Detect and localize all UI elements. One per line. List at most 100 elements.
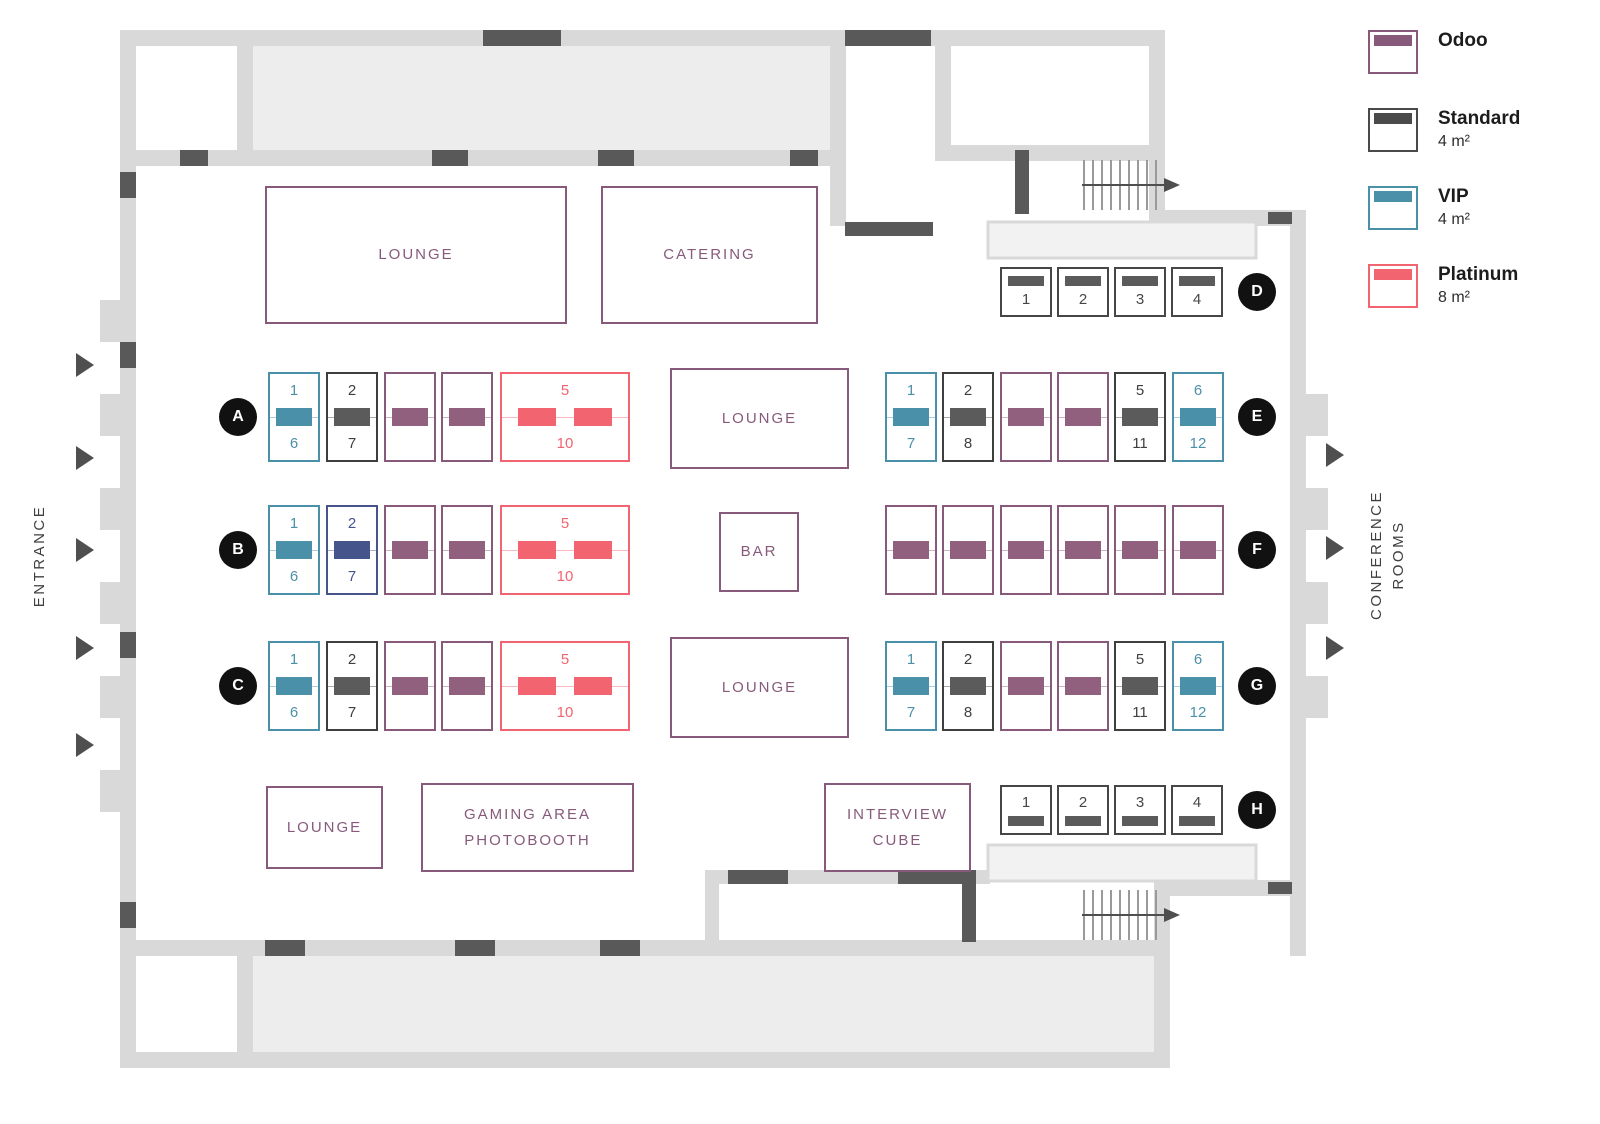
booth-number: 3 — [1135, 794, 1145, 811]
booth-number-top: 5 — [1135, 382, 1145, 399]
booth[interactable] — [1057, 505, 1109, 595]
booth-number-top: 6 — [1193, 651, 1203, 668]
conference-rooms-line2: ROOMS — [1390, 520, 1407, 590]
booth[interactable]: 5 10 — [500, 641, 630, 731]
booth[interactable] — [1000, 641, 1052, 731]
interview-label-line2: CUBE — [872, 831, 923, 849]
interview-cube-area: INTERVIEW CUBE — [824, 783, 971, 872]
booth-bar — [392, 541, 428, 559]
booth[interactable] — [885, 505, 937, 595]
booth-bar — [1122, 816, 1158, 826]
booth-number-bottom: 7 — [906, 704, 916, 721]
booth-bar — [893, 677, 929, 695]
booth-bar — [1065, 677, 1101, 695]
conference-rooms-label: CONFERENCE ROOMS — [1366, 445, 1410, 665]
booth[interactable] — [1114, 505, 1166, 595]
booth-number-bottom: 7 — [347, 568, 357, 585]
row-marker-e: E — [1238, 398, 1276, 436]
booth-bar — [574, 677, 612, 695]
booth[interactable]: 4 — [1171, 267, 1223, 317]
row-marker-f: F — [1238, 531, 1276, 569]
booth-number-top: 1 — [289, 515, 299, 532]
booth[interactable]: 1 6 — [268, 641, 320, 731]
legend-item-vip: VIP 4 m² — [1368, 186, 1520, 230]
booth-number: 2 — [1078, 291, 1088, 308]
booth[interactable]: 2 8 — [942, 641, 994, 731]
booth[interactable]: 1 7 — [885, 641, 937, 731]
booth[interactable] — [441, 641, 493, 731]
booth-number-bottom: 8 — [963, 704, 973, 721]
booth[interactable]: 5 11 — [1114, 641, 1166, 731]
walkway-top — [986, 220, 1258, 260]
booth[interactable] — [1172, 505, 1224, 595]
lounge-mid-upper-label: LOUNGE — [721, 409, 798, 427]
booth[interactable]: 2 7 — [326, 505, 378, 595]
booth-bar — [893, 541, 929, 559]
row-marker-c: C — [219, 667, 257, 705]
booth-bar — [950, 677, 986, 695]
booth[interactable]: 2 7 — [326, 372, 378, 462]
row-marker-a: A — [219, 398, 257, 436]
legend-size: 4 m² — [1438, 133, 1470, 150]
booth-number-bottom: 7 — [906, 435, 916, 452]
booth-number-bottom: 12 — [1189, 435, 1207, 452]
booth-bar — [276, 408, 312, 426]
booth[interactable]: 6 12 — [1172, 641, 1224, 731]
booth[interactable]: 4 — [1171, 785, 1223, 835]
entrance-door-arrow-icons — [76, 353, 94, 757]
booth[interactable]: 5 10 — [500, 372, 630, 462]
booth-number-top: 1 — [289, 382, 299, 399]
stairs-bottom-icon — [1082, 890, 1180, 940]
booth[interactable]: 1 — [1000, 267, 1052, 317]
booth[interactable]: 5 11 — [1114, 372, 1166, 462]
booth[interactable] — [1000, 372, 1052, 462]
booth[interactable]: 1 7 — [885, 372, 937, 462]
booth-number-top: 2 — [347, 651, 357, 668]
booth-bar — [1180, 541, 1216, 559]
booth[interactable]: 2 8 — [942, 372, 994, 462]
booth[interactable] — [1057, 372, 1109, 462]
booth-bar — [449, 677, 485, 695]
booth[interactable] — [441, 372, 493, 462]
booth-number-bottom: 10 — [556, 568, 574, 585]
booth[interactable]: 1 6 — [268, 505, 320, 595]
booth[interactable]: 2 — [1057, 785, 1109, 835]
booth[interactable]: 3 — [1114, 267, 1166, 317]
booth[interactable]: 3 — [1114, 785, 1166, 835]
booth-bar — [518, 677, 556, 695]
vip-swatch-icon — [1368, 186, 1418, 230]
catering-label: CATERING — [663, 246, 756, 263]
legend-name: Odoo — [1438, 30, 1488, 51]
booth-number-top: 1 — [289, 651, 299, 668]
catering-area: CATERING — [601, 186, 818, 324]
interview-label-line1: INTERVIEW — [846, 805, 949, 823]
booth[interactable]: 5 10 — [500, 505, 630, 595]
booth[interactable]: 6 12 — [1172, 372, 1224, 462]
booth[interactable] — [384, 505, 436, 595]
walkway-bottom — [986, 843, 1258, 883]
booth[interactable]: 2 7 — [326, 641, 378, 731]
booth-bar — [1065, 816, 1101, 826]
booth[interactable]: 1 6 — [268, 372, 320, 462]
booth[interactable]: 2 — [1057, 267, 1109, 317]
booth-bar — [1179, 276, 1215, 286]
booth-bar — [334, 408, 370, 426]
booth-bar — [449, 541, 485, 559]
pillars — [100, 300, 1328, 812]
standard-swatch-icon — [1368, 108, 1418, 152]
walls — [120, 30, 1306, 1068]
booth-number: 1 — [1021, 291, 1031, 308]
booth[interactable] — [441, 505, 493, 595]
booth[interactable]: 1 — [1000, 785, 1052, 835]
booth[interactable] — [942, 505, 994, 595]
lounge-bottom-label: LOUNGE — [286, 818, 363, 836]
booth-bar — [1180, 408, 1216, 426]
rooms — [253, 46, 1154, 1052]
booth[interactable] — [1057, 641, 1109, 731]
booth[interactable] — [384, 372, 436, 462]
booth-number: 1 — [1021, 794, 1031, 811]
booth[interactable] — [384, 641, 436, 731]
legend-size: 8 m² — [1438, 289, 1470, 306]
booth[interactable] — [1000, 505, 1052, 595]
